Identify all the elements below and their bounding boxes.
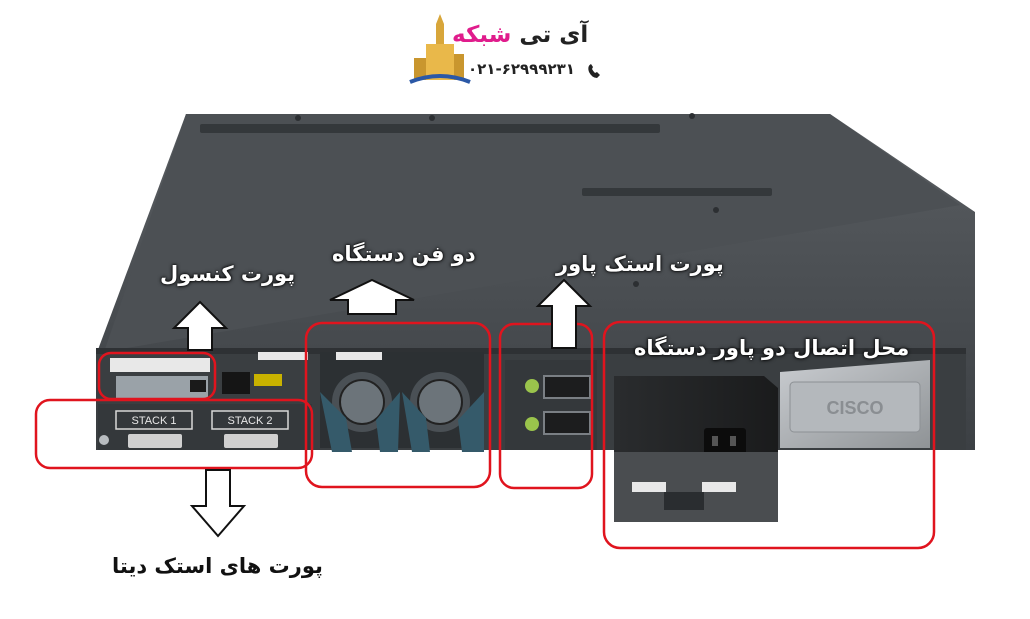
power-slots-highlight (602, 320, 936, 550)
label-data-stack-ports: پورت های استک دیتا (112, 554, 323, 578)
logo-phone: ۰۲۱-۶۲۹۹۹۲۳۱ (468, 60, 575, 78)
fans-highlight (304, 321, 492, 489)
power-supply (614, 376, 778, 522)
stack2-text: STACK 2 (227, 415, 272, 427)
label-power-stack-port: پورت استک پاور (556, 252, 724, 276)
stack1-text: STACK 1 (131, 415, 176, 427)
highlight-boxes (34, 320, 936, 550)
arrow-down-stack-data (189, 469, 247, 538)
cisco-text: CISCO (826, 398, 883, 418)
logo-title-part2: شبکه (452, 22, 512, 48)
label-console-port: پورت کنسول (160, 262, 296, 286)
logo-tower-icon (409, 14, 471, 84)
logo-title-part1: آی تی (519, 22, 589, 48)
stack-ports: STACK 1 STACK 2 (98, 404, 312, 450)
console-port-area (110, 352, 308, 398)
power-stack-highlight (498, 322, 594, 490)
power-stack-ports (505, 360, 597, 450)
arrow-up-fans (329, 278, 415, 315)
label-two-power-slots: محل اتصال دو پاور دستگاه (634, 336, 910, 360)
arrow-up-power-stack (535, 278, 593, 349)
label-two-fans: دو فن دستگاه (332, 242, 476, 266)
arrow-up-console (171, 300, 229, 351)
phone-icon (588, 64, 600, 78)
power-slot-blank: CISCO (780, 360, 930, 448)
stack-data-highlight (34, 398, 314, 470)
fan-modules (320, 352, 484, 452)
logo-title: آی تی شبکه (452, 22, 588, 48)
